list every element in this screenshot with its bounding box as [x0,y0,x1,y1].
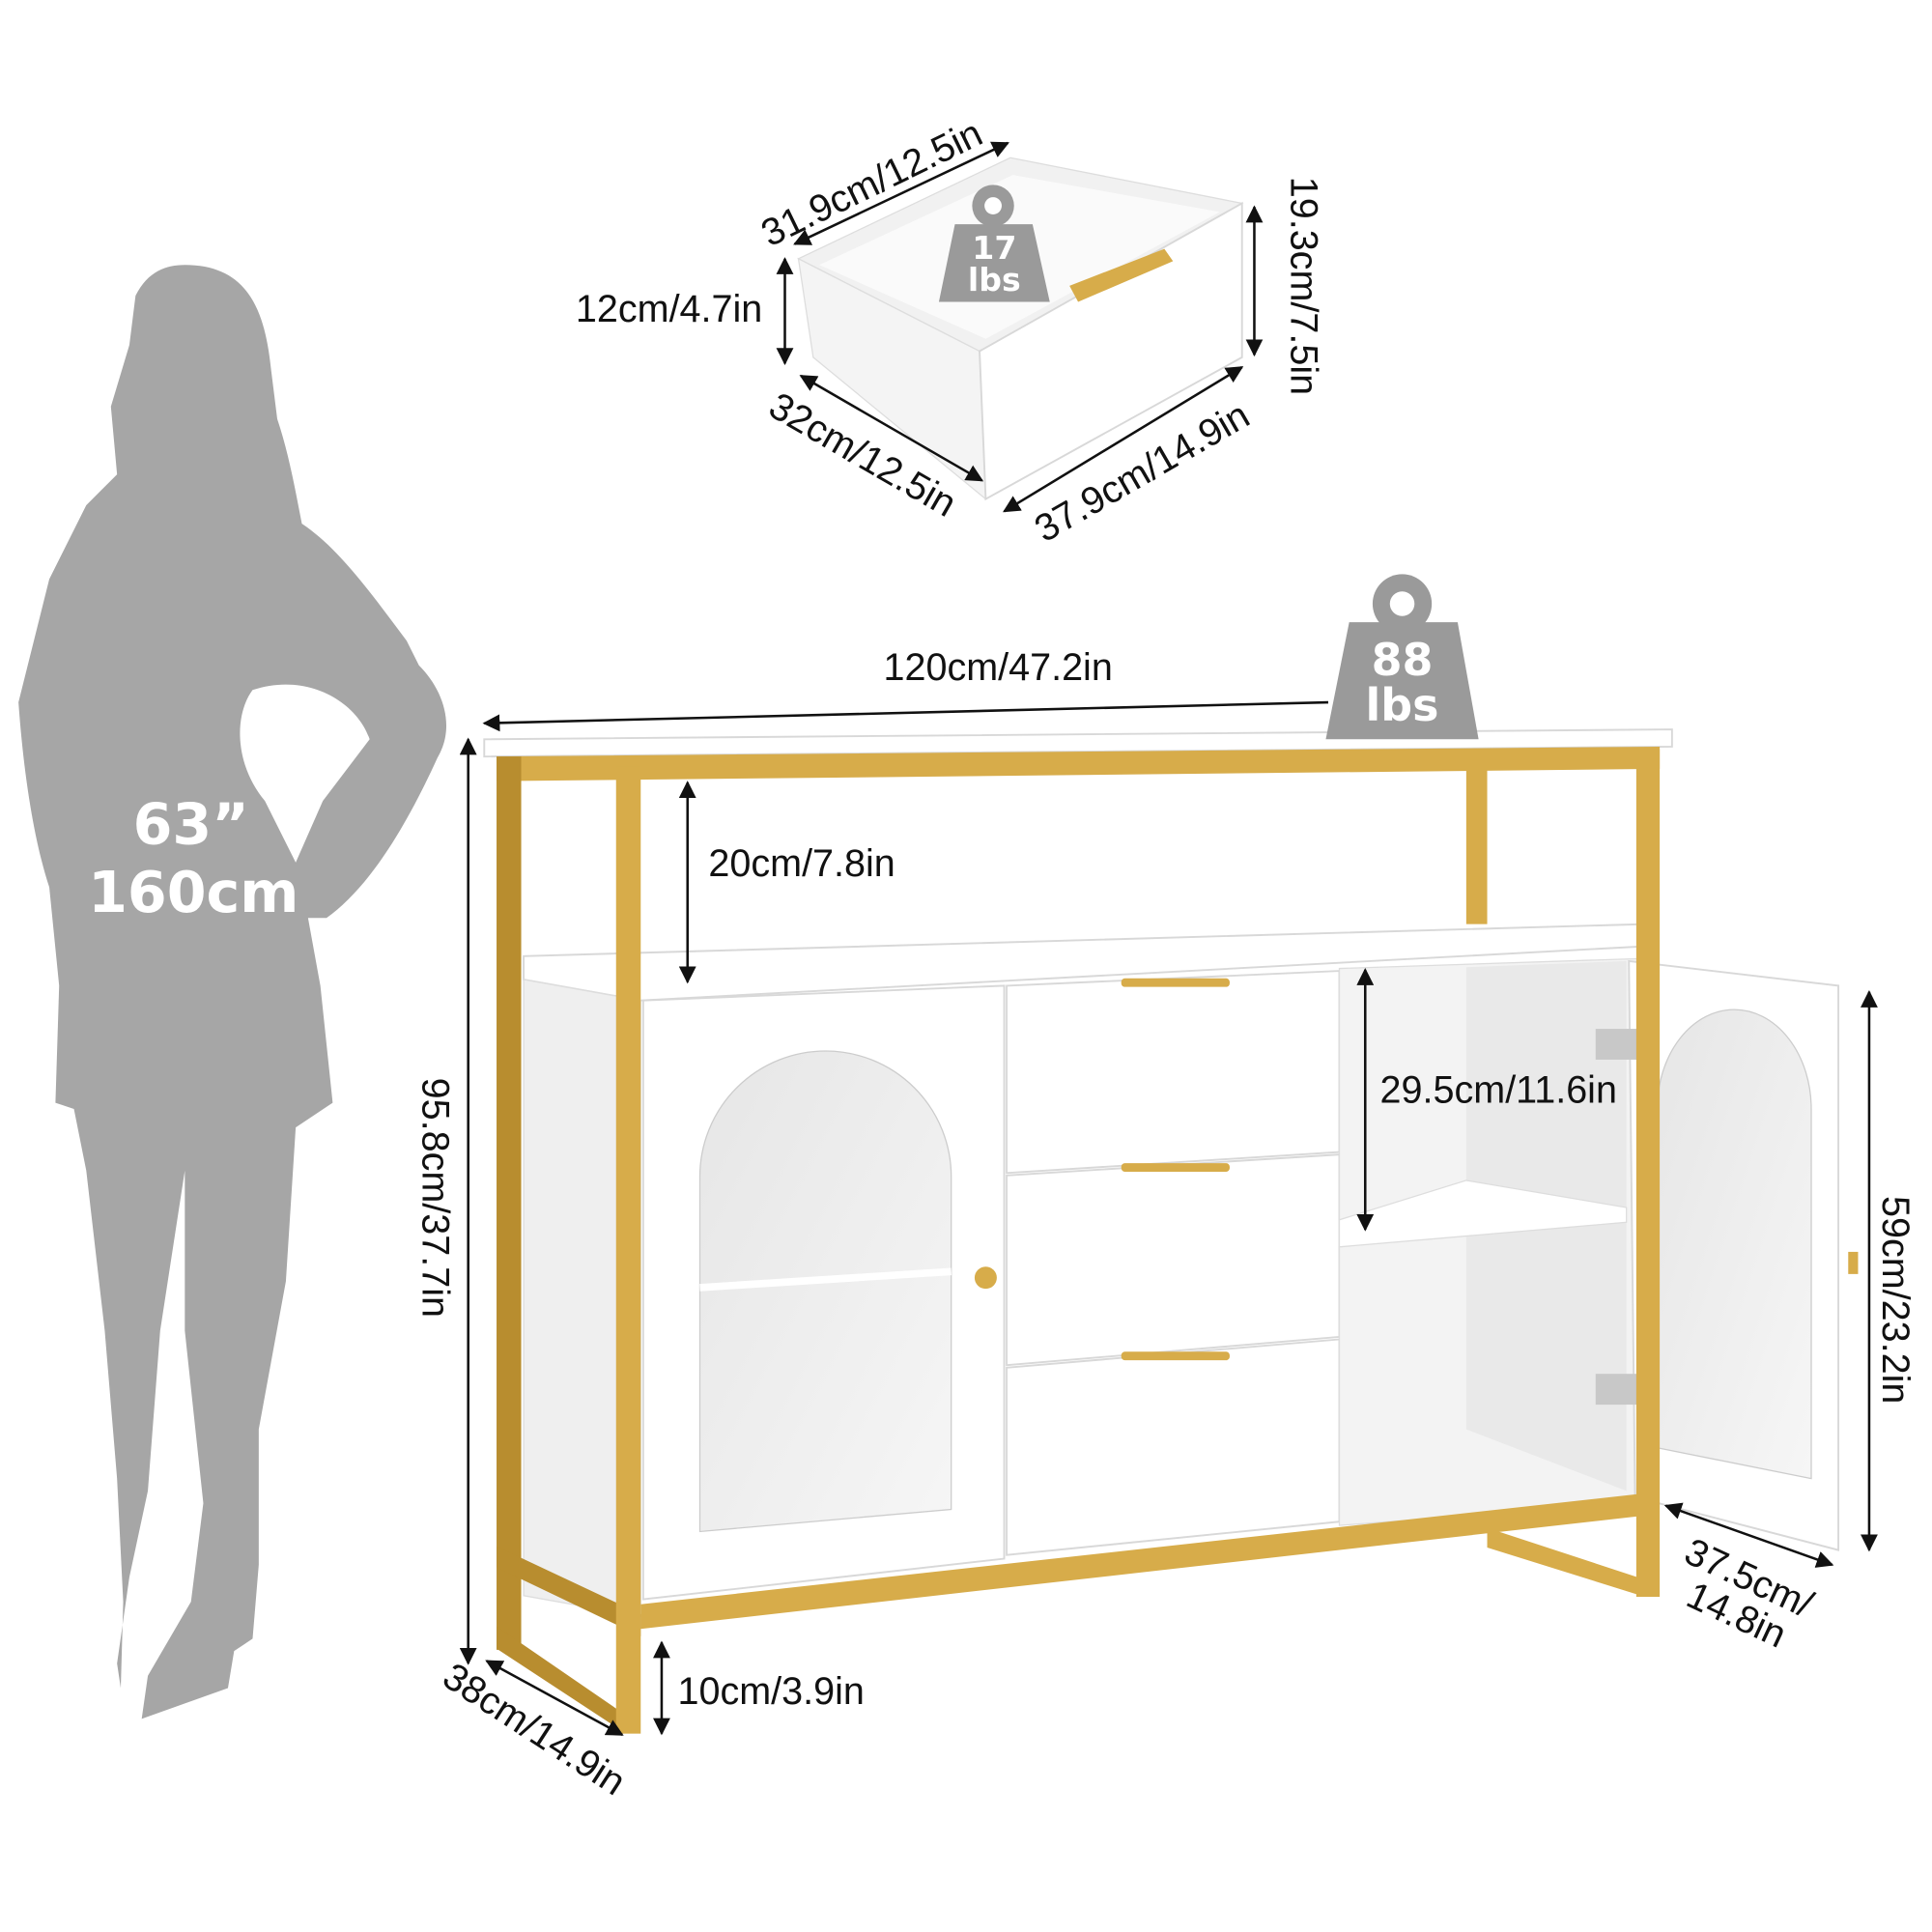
weight-badge-88lbs: 88 lbs [1325,574,1479,740]
dim-open-shelf-height: 20cm/7.8in [708,842,895,885]
door-knob [974,1266,997,1290]
cabinet-weight-unit: lbs [1366,679,1439,731]
drawer-2 [1006,1153,1341,1367]
sideboard-cabinet: 88 lbs 120cm/47.2in 95.8cm/37.7in 20cm/7… [414,574,1917,1804]
dim-drawer-front-height: 19.3cm/7.5in [1283,177,1325,395]
dim-door-height: 59cm/23.2in [1874,1196,1917,1404]
dim-drawer-inner-height: 12cm/4.7in [576,288,762,330]
drawer-weight-unit: lbs [968,261,1021,298]
dim-line-drawer-front-width [1003,366,1244,513]
person-silhouette: 63” 160cm [18,265,447,1719]
drawer-1 [1006,970,1341,1175]
drawer-3 [1006,1338,1341,1556]
drawer-1-handle [1121,978,1230,987]
dim-line-door-width [1663,1502,1834,1568]
dim-line-drawer-back [793,141,1009,245]
dim-total-height: 95.8cm/37.7in [414,1078,457,1318]
middle-shelf [523,923,1646,1002]
dim-line-width [482,700,1329,732]
hinge-bottom [1595,1374,1639,1406]
cabinet-weight-value: 88 [1372,634,1434,686]
drawer-illustration: 17 lbs 31.9cm/12.5in 12cm/4.7in 19.3cm/7… [576,112,1325,551]
inner-shelf [1338,1179,1628,1248]
dim-cabinet-width: 120cm/47.2in [883,646,1112,689]
person-height-inches: 63” [133,792,249,858]
drawer-2-handle [1121,1163,1230,1173]
dim-ground-clearance: 10cm/3.9in [678,1670,865,1713]
drawer-3-handle [1121,1351,1230,1361]
drawer-handle [1069,248,1174,302]
dim-line-depth [485,1660,624,1737]
hinge-top [1595,1029,1639,1060]
person-height-cm: 160cm [88,860,298,925]
dim-compartment-height: 29.5cm/11.6in [1380,1069,1617,1112]
dim-line-drawer-depth [799,374,984,482]
arched-glass-window [698,1050,952,1533]
dim-cabinet-depth: 38cm/14.9in [436,1655,634,1804]
